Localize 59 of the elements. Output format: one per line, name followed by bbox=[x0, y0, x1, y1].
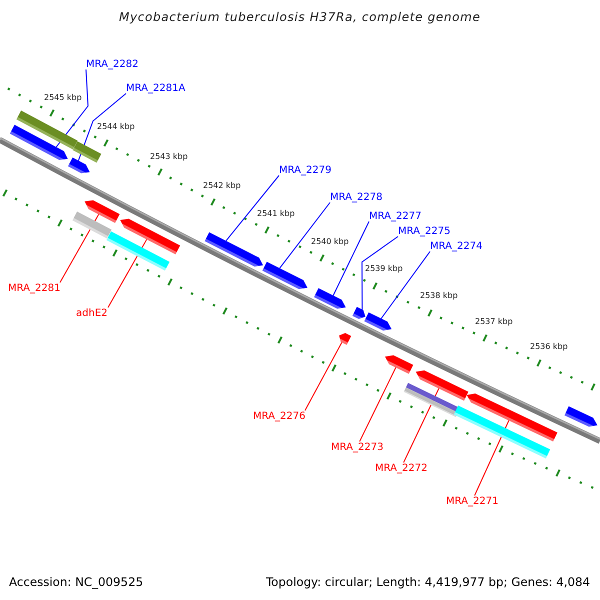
feature-bar bbox=[72, 212, 112, 238]
gene-label: MRA_2278 bbox=[330, 192, 382, 202]
gene-block bbox=[262, 262, 308, 290]
gene-label: MRA_2272 bbox=[375, 462, 428, 474]
gene-label: adhE2 bbox=[76, 308, 108, 318]
gene-block bbox=[204, 232, 264, 267]
feature-bar bbox=[72, 141, 102, 163]
feature-bar bbox=[454, 406, 550, 458]
gene-block bbox=[120, 218, 180, 254]
gene-label: MRA_2273 bbox=[331, 442, 384, 452]
tick-label: 2541 kbp bbox=[257, 209, 295, 219]
leader-line bbox=[359, 367, 396, 442]
leader-line bbox=[226, 175, 280, 242]
gene-block bbox=[68, 157, 90, 174]
leader-line bbox=[279, 202, 330, 269]
accession-text: Accession: NC_009525 bbox=[9, 575, 144, 589]
tick-label: 2544 kbp bbox=[97, 122, 135, 132]
leader-line bbox=[362, 236, 398, 310]
leader-line bbox=[60, 214, 100, 283]
tick-label: 2542 kbp bbox=[203, 181, 241, 191]
gene-block bbox=[84, 200, 120, 224]
gene-block bbox=[314, 288, 346, 309]
leader-line bbox=[474, 420, 510, 496]
tick-label: 2536 kbp bbox=[530, 342, 568, 352]
gene-block bbox=[10, 124, 68, 160]
leader-line bbox=[108, 238, 148, 308]
gene-block bbox=[466, 393, 558, 442]
gene-label: MRA_2277 bbox=[369, 210, 422, 222]
genome-summary-text: Topology: circular; Length: 4,419,977 bp; Genes: 4,084 bbox=[266, 575, 590, 589]
feature-bar bbox=[106, 231, 170, 271]
leader-line bbox=[56, 69, 88, 148]
gene-block bbox=[384, 355, 414, 374]
gene-label: MRA_2276 bbox=[253, 410, 306, 422]
tick-label: 2537 kbp bbox=[475, 317, 513, 327]
gene-block bbox=[564, 406, 598, 427]
leader-line bbox=[304, 342, 342, 411]
tick-label: 2545 kbp bbox=[44, 93, 82, 103]
tick-label: 2539 kbp bbox=[365, 264, 403, 274]
feature-bar bbox=[404, 382, 460, 418]
gene-block bbox=[416, 370, 468, 401]
leader-line bbox=[403, 388, 440, 463]
gene-label: MRA_2281A bbox=[126, 82, 186, 94]
leader-line bbox=[332, 221, 370, 296]
leader-line bbox=[380, 251, 430, 319]
gene-block bbox=[339, 333, 352, 345]
gene-block bbox=[352, 306, 366, 320]
diagram-title: Mycobacterium tuberculosis H37Ra, complete genome bbox=[119, 10, 481, 24]
feature-bar bbox=[16, 110, 78, 150]
gene-block bbox=[364, 312, 392, 331]
tick-label: 2540 kbp bbox=[311, 237, 349, 247]
leader-line bbox=[78, 93, 126, 162]
tick-label: 2543 kbp bbox=[150, 152, 188, 162]
gene-label: MRA_2271 bbox=[446, 496, 498, 506]
tick-label: 2538 kbp bbox=[420, 291, 458, 301]
gene-label: MRA_2281 bbox=[8, 282, 60, 294]
gene-label: MRA_2279 bbox=[279, 164, 332, 176]
gene-label: MRA_2282 bbox=[86, 58, 138, 70]
gene-label: MRA_2275 bbox=[398, 226, 450, 236]
gene-label: MRA_2274 bbox=[430, 240, 482, 252]
